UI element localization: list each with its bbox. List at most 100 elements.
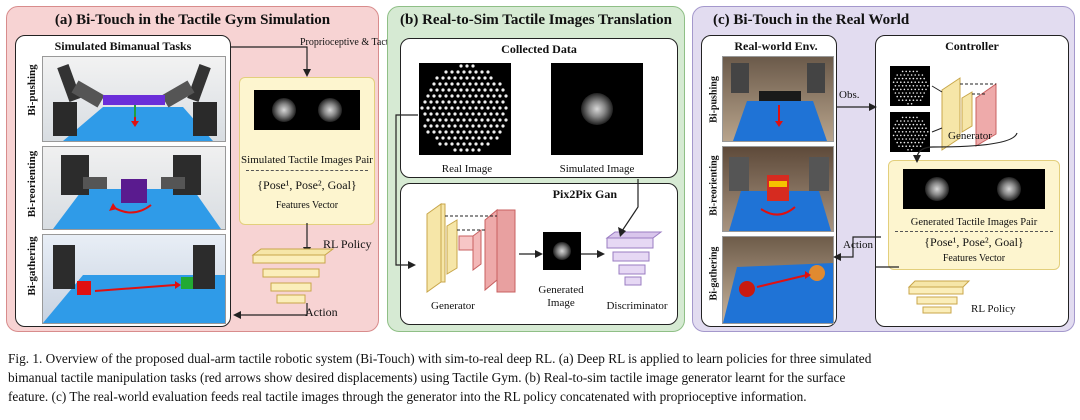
- tactile-marker-dot: [489, 88, 493, 92]
- tactile-marker-dot: [444, 106, 448, 110]
- tactile-marker-dot: [480, 106, 484, 110]
- tactile-marker-dot: [459, 88, 463, 92]
- tactile-marker-dot: [910, 88, 913, 91]
- sim-bi-pushing-image: [42, 56, 226, 142]
- panel-b: (b) Real-to-Sim Tactile Images Translati…: [387, 6, 685, 332]
- tactile-marker-dot: [504, 106, 508, 110]
- tactile-marker-dot: [477, 148, 481, 152]
- tactile-marker-dot: [909, 145, 911, 147]
- tactile-marker-dot: [471, 148, 475, 152]
- tactile-marker-dot: [912, 131, 915, 133]
- tactile-marker-dot: [892, 127, 895, 129]
- tactile-marker-dot: [501, 88, 505, 92]
- tactile-marker-dot: [456, 118, 460, 122]
- tactile-marker-dot: [486, 82, 490, 86]
- tactile-marker-dot: [912, 138, 915, 140]
- tactile-marker-dot: [435, 76, 439, 80]
- tactile-marker-dot: [450, 94, 454, 98]
- tactile-marker-dot: [901, 99, 904, 101]
- tactile-marker-dot: [435, 124, 439, 128]
- tactile-marker-dot: [912, 85, 915, 87]
- figure-caption: Fig. 1. Overview of the proposed dual-ar…: [8, 349, 1074, 406]
- tactile-marker-dot: [921, 127, 924, 129]
- tactile-marker-dot: [896, 127, 898, 129]
- tactile-marker-dot: [441, 136, 445, 140]
- tactile-marker-dot: [900, 95, 902, 98]
- tactile-marker-dot: [441, 100, 445, 104]
- panel-a-arrows: [231, 46, 335, 319]
- tactile-marker-dot: [914, 141, 916, 144]
- tactile-marker-dot: [441, 88, 445, 92]
- tactile-marker-dot: [474, 94, 478, 98]
- tactile-marker-dot: [898, 131, 900, 133]
- sim-bi-reorienting-image: [42, 146, 226, 230]
- tactile-marker-dot: [919, 138, 922, 140]
- controller-generator-diagram: [931, 77, 997, 151]
- tactile-marker-dot: [447, 100, 451, 104]
- tactile-marker-dot: [480, 82, 484, 86]
- tactile-marker-dot: [910, 74, 913, 76]
- tactile-marker-dot: [916, 116, 918, 119]
- tactile-marker-dot: [477, 88, 481, 92]
- tactile-marker-dot: [898, 92, 900, 94]
- real-tactile-image: [419, 63, 511, 155]
- tactile-marker-dot: [453, 100, 457, 104]
- tactile-marker-dot: [450, 82, 454, 86]
- tactile-marker-dot: [919, 123, 922, 126]
- tactile-marker-dot: [910, 95, 913, 98]
- tactile-marker-dot: [912, 99, 915, 101]
- tactile-marker-dot: [492, 82, 496, 86]
- tactile-marker-dot: [486, 142, 490, 146]
- tactile-marker-dot: [909, 131, 911, 133]
- tactile-marker-dot: [435, 136, 439, 140]
- sim-tactile-images-pair: [254, 90, 360, 130]
- tactile-marker-dot: [477, 136, 481, 140]
- tactile-marker-dot: [909, 70, 911, 73]
- tactile-marker-dot: [921, 95, 924, 98]
- tactile-marker-dot: [905, 131, 907, 133]
- tactile-marker-dot: [441, 76, 445, 80]
- tactile-marker-dot: [453, 112, 457, 116]
- tactile-marker-dot: [486, 118, 490, 122]
- tactile-marker-dot: [905, 116, 907, 119]
- tactile-marker-dot: [918, 120, 920, 122]
- tactile-marker-dot: [444, 70, 448, 74]
- collected-data-title: Collected Data: [501, 42, 577, 56]
- tactile-marker-dot: [896, 74, 898, 76]
- tactile-marker-dot: [903, 134, 906, 137]
- tactile-marker-dot: [483, 76, 487, 80]
- tactile-marker-dot: [453, 136, 457, 140]
- panel-b-arrows: [395, 114, 639, 269]
- tactile-marker-dot: [453, 124, 457, 128]
- tactile-marker-dot: [916, 123, 918, 126]
- tactile-marker-dot: [896, 95, 898, 98]
- tactile-marker-dot: [483, 88, 487, 92]
- tactile-marker-dot: [901, 116, 904, 119]
- tactile-marker-dot: [910, 127, 913, 129]
- tactile-marker-dot: [471, 112, 475, 116]
- tactile-marker-dot: [441, 124, 445, 128]
- tactile-marker-dot: [429, 100, 433, 104]
- tactile-marker-dot: [900, 141, 902, 144]
- real-tactile-dot-pattern: [420, 64, 508, 152]
- tactile-marker-dot: [486, 70, 490, 74]
- tactile-marker-dot: [438, 106, 442, 110]
- tactile-marker-dot: [896, 141, 898, 144]
- obs-label: Obs.: [839, 89, 860, 101]
- tactile-marker-dot: [927, 85, 929, 87]
- tactile-marker-dot: [896, 134, 898, 137]
- tactile-marker-dot: [910, 141, 913, 144]
- tactile-marker-dot: [498, 118, 502, 122]
- tactile-marker-dot: [900, 74, 902, 76]
- tactile-marker-dot: [914, 74, 916, 76]
- tactile-marker-dot: [474, 70, 478, 74]
- tactile-marker-dot: [504, 118, 508, 122]
- tactile-marker-dot: [903, 120, 906, 122]
- sim-bi-gathering-image: [42, 234, 226, 324]
- panel-a: (a) Bi-Touch in the Tactile Gym Simulati…: [6, 6, 439, 332]
- pix2pix-gan-title: Pix2Pix Gan: [552, 187, 617, 201]
- tactile-marker-dot: [919, 131, 922, 133]
- tactile-marker-dot: [898, 85, 900, 87]
- tactile-marker-dot: [921, 81, 924, 83]
- tactile-marker-dot: [907, 149, 909, 151]
